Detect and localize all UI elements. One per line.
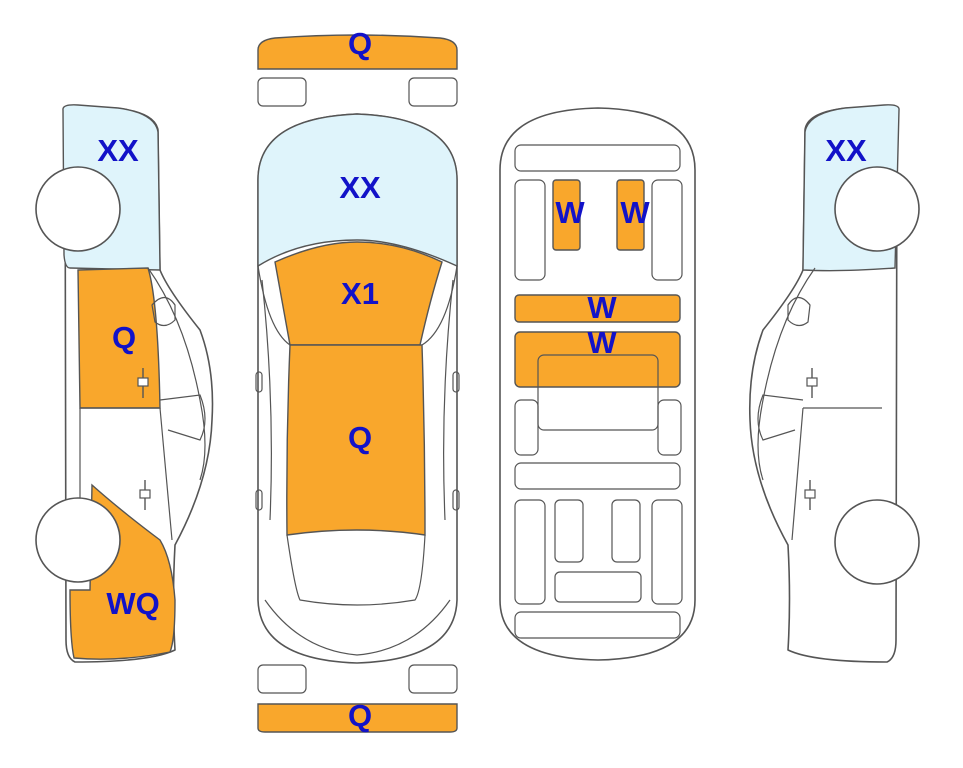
- top-view: Q XX X1 Q Q: [255, 26, 460, 733]
- label-right-glass: XX: [825, 133, 867, 168]
- floor-center-panel: [514, 331, 681, 388]
- label-floor-front-left: W: [555, 195, 585, 230]
- wheel-icon: [834, 166, 920, 252]
- door-handle-icon: [806, 368, 818, 398]
- floor-crossmember-panel: [514, 294, 681, 323]
- label-hood: X1: [341, 276, 379, 311]
- hood-panel: [274, 241, 443, 346]
- door-handle-icon: [804, 480, 816, 510]
- left-side-view: XX Q WQ: [35, 104, 214, 663]
- label-left-front-door: Q: [112, 320, 136, 355]
- front-bumper-panel: [257, 34, 458, 70]
- right-body-outline: [748, 105, 899, 663]
- label-roof: Q: [348, 420, 372, 455]
- label-windshield: XX: [339, 170, 381, 205]
- label-floor-center: W: [587, 325, 617, 360]
- windshield-panel: [257, 113, 458, 268]
- label-left-glass: XX: [97, 133, 139, 168]
- door-handle-icon: [139, 480, 151, 510]
- label-floor-crossmember: W: [587, 290, 617, 325]
- label-floor-front-right: W: [620, 195, 650, 230]
- floor-front-right-panel: [616, 179, 645, 251]
- floor-front-left-panel: [552, 179, 581, 251]
- label-front-bumper: Q: [348, 26, 372, 61]
- floor-view: W W W W: [499, 107, 696, 661]
- right-side-view: XX: [748, 104, 920, 663]
- wheel-icon: [35, 497, 121, 583]
- label-left-rear-quarter: WQ: [106, 586, 159, 621]
- door-handle-icon: [137, 368, 149, 398]
- wheel-icon: [834, 499, 920, 585]
- floor-outline: [499, 107, 696, 661]
- roof-panel: [286, 344, 426, 536]
- label-rear-bumper: Q: [348, 698, 372, 733]
- wheel-icon: [35, 166, 121, 252]
- rear-bumper-panel: [257, 703, 458, 733]
